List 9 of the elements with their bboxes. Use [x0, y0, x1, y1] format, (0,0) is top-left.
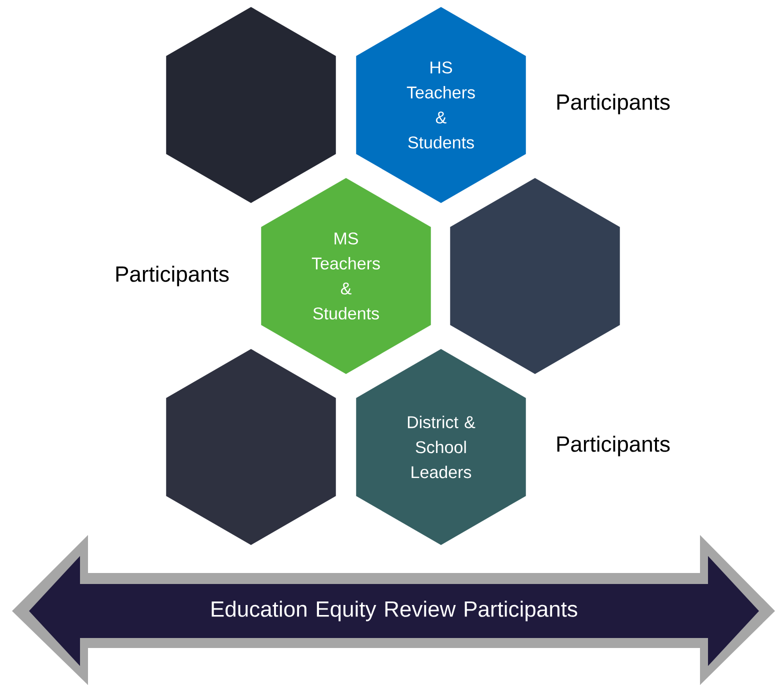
hexagon: [166, 349, 336, 545]
hexagon: [450, 178, 620, 374]
side-label: Participants: [116, 266, 229, 286]
side-label: Participants: [557, 94, 670, 114]
hexagon-box: District & School Leaders: [356, 349, 526, 545]
hexagon-box: MS Teachers & Students: [261, 178, 431, 374]
hexagon-box: HS Teachers & Students: [356, 7, 526, 203]
hexagon: [166, 7, 336, 203]
side-label: Participants: [557, 436, 670, 456]
